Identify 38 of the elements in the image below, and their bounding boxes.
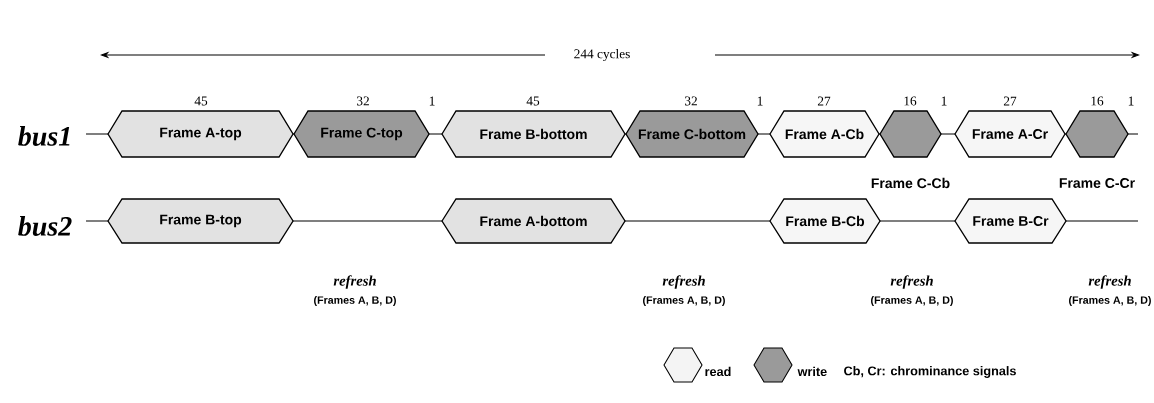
hexagon-box: Frame B-top [107,198,294,244]
refresh-label: refresh [662,275,705,289]
hexagon-box: Frame A-Cb 27 [769,96,880,158]
refresh-note: (Frames A, B, D) [314,296,396,306]
hexagon-box: Frame C-top 32 [293,96,430,158]
cycle-count: 1 [1128,96,1134,106]
hexagon-box: Frame A-bottom [441,198,626,244]
refresh-note: (Frames A, B, D) [643,296,725,306]
node-label: 45 [194,96,208,106]
node-label: 32 [684,96,697,106]
hexagon-box: Frame B-bottom 45 [441,96,626,158]
refresh-label: refresh [890,275,933,289]
refresh-label: refresh [333,275,376,289]
node-label: 45 [526,96,540,106]
legend-label: read [705,366,731,377]
cycle-count: 1 [757,96,763,106]
hexagon-box: Frame B-Cb [769,198,881,244]
refresh-label: refresh [1088,275,1131,289]
bus-label: bus1 [18,126,70,146]
node-label: Frame C-Cb [871,177,950,189]
hexagon-box: Frame A-Cr 27 [954,96,1066,158]
hexagon-box: Frame A-top 45 [107,96,294,158]
note: Cb, Cr: chrominance signals [844,366,1016,378]
refresh-note: (Frames A, B, D) [1069,296,1151,306]
dimension-label: 244 cycles [572,47,632,63]
hexagon-box: Frame C-bottom 32 [625,96,759,158]
node-label: 32 [356,96,369,106]
node-label: 16 [1091,96,1104,106]
node-label: 27 [817,96,831,106]
bus-label: bus2 [18,216,72,236]
cycle-count: 1 [429,96,435,106]
node-label: 16 [904,96,917,106]
hexagon-box: Frame B-Cr [954,198,1067,244]
node-label: Frame C-Cr [1059,178,1135,188]
node-label: 27 [1003,96,1017,106]
legend-label: write [797,366,827,377]
refresh-note: (Frames A, B, D) [871,296,953,306]
cycle-count: 1 [941,96,947,106]
